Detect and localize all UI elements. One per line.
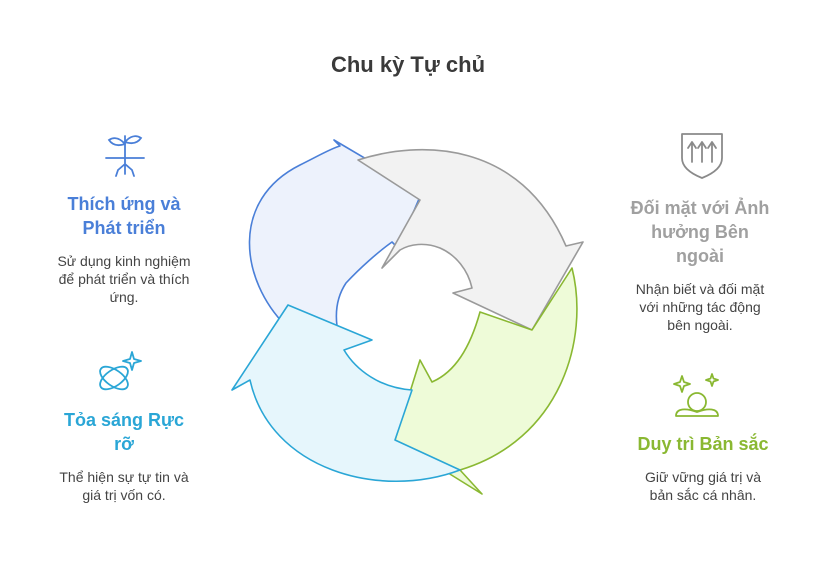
sparkle-orbit-icon [99,351,142,391]
stage-description: Nhận biết và đối mặt với những tác động … [635,281,765,333]
cycle-arrow-blue [248,139,423,327]
sprout-icon [105,135,145,177]
cycle-arrow-gray [357,148,584,331]
stage-heading: Duy trì Bản sắc [637,434,769,454]
meditation-icon [673,373,719,417]
stage-keep-identity: Duy trì Bản sắc Giữ vững giá trị và bản … [618,432,788,504]
stage-heading: Thích ứng và Phát triển [67,194,181,238]
stage-description: Giữ vững giá trị và bản sắc cá nhân. [644,469,761,503]
stage-face-influence: Đối mặt với Ảnh hưởng Bên ngoài Nhận biế… [610,196,790,334]
stage-heading: Tỏa sáng Rực rỡ [63,410,185,454]
stage-description: Thể hiện sự tự tin và giá trị vốn có. [59,469,189,503]
shield-arrows-icon [681,133,723,179]
stage-shine-bright: Tỏa sáng Rực rỡ Thể hiện sự tự tin và gi… [44,408,204,504]
stage-adapt-grow: Thích ứng và Phát triển Sử dụng kinh ngh… [44,192,204,306]
stage-description: Sử dụng kinh nghiệm để phát triển và thí… [57,253,191,305]
diagram-title: Chu kỳ Tự chủ [330,52,486,77]
cycle-arrow-light-blue [231,304,461,482]
stage-heading: Đối mặt với Ảnh hưởng Bên ngoài [630,198,770,266]
